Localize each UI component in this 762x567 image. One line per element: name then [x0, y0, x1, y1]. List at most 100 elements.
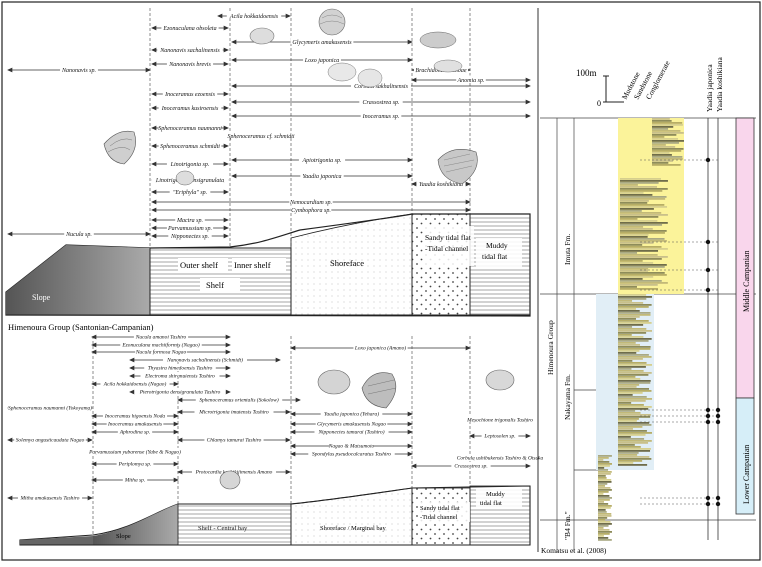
- upper-slope-fill: [6, 245, 150, 315]
- occurrence-koshikiana: [716, 414, 720, 418]
- upper-range-9: Anomia sp.: [412, 76, 530, 84]
- upper-range-3-label: Nanonavis sachalinensis: [159, 48, 220, 54]
- lith-bed: [618, 344, 640, 346]
- lower-range-20-label: Mitha amakusensis Tashiro: [20, 496, 80, 502]
- lith-bed: [652, 144, 666, 146]
- lower-shell-protocardia: [220, 471, 240, 489]
- lith-bed: [618, 448, 651, 450]
- lith-bed: [598, 511, 607, 513]
- lith-bed: [620, 226, 643, 228]
- lith-bed: [652, 132, 684, 134]
- lower-range-17-label: Periplomya sp.: [118, 462, 152, 468]
- lith-bed: [598, 471, 612, 473]
- lower-range-10-label: Inoceramus higoensis Noda: [104, 414, 165, 420]
- upper-range-4-label: Nanonavis brevis: [168, 62, 211, 68]
- group-label: Himenoura Group: [546, 320, 555, 375]
- lower-range-4: Thyasira himedoensis Tashiro: [130, 364, 230, 372]
- lith-bed: [618, 420, 637, 422]
- lower-range-19: Mitha sp.: [92, 476, 178, 484]
- lith-bed: [618, 372, 652, 374]
- lith-bed: [598, 481, 612, 483]
- lower-range-7-label: Pterotrigonia densigranulata Tashiro: [139, 390, 221, 396]
- lith-bed: [618, 340, 649, 342]
- lith-bed: [598, 507, 611, 509]
- citation: Komatsu et al. (2008): [541, 546, 607, 555]
- lower-range-28-label: Leptosolen sp.: [483, 434, 515, 440]
- lower-range-15-label: Chlamys tamurai Tashiro: [207, 438, 262, 444]
- lith-bed: [652, 120, 672, 122]
- lith-bed: [598, 505, 612, 507]
- lith-bed: [620, 252, 637, 254]
- lower-range-23-label: Glycymeris amakusensis Nagao: [317, 422, 386, 428]
- lith-bed: [598, 497, 612, 499]
- lith-bed: [618, 328, 646, 330]
- lith-bed: [618, 396, 647, 398]
- lith-bed: [620, 178, 661, 180]
- env-lower-slope: Slope: [116, 533, 131, 540]
- lower-range-2-label: Nucula formosa Nagao: [135, 349, 187, 356]
- lith-bed: [598, 475, 606, 477]
- lith-bed: [618, 350, 639, 352]
- lith-bed: [598, 501, 604, 503]
- lith-bed: [620, 180, 668, 182]
- upper-shell-cardium: [176, 171, 194, 185]
- lower-range-arrows: Nucula amanoi TashiroEzonuculana machiif…: [8, 333, 547, 502]
- lower-range-20: Mitha amakusensis Tashiro: [8, 494, 92, 502]
- lower-range-15: Chlamys tamurai Tashiro: [178, 436, 290, 444]
- lith-bed: [598, 537, 608, 539]
- env-lower-shelf: Shelf - Central bay: [198, 525, 248, 532]
- lower-range-29-label: Corbula ushibukensis Tashiro & Otsuka: [457, 456, 544, 462]
- upper-range-19: Yaadia japonica: [232, 172, 412, 180]
- lith-bed: [620, 230, 667, 232]
- lith-bed: [618, 450, 650, 452]
- lith-bed: [598, 459, 603, 461]
- lith-bed: [598, 517, 607, 519]
- lower-range-0: Nucula amanoi Tashiro: [92, 333, 230, 341]
- lower-range-29: Corbula ushibukensis Tashiro & Otsuka: [453, 454, 547, 462]
- lith-bed: [618, 330, 652, 332]
- lith-bed: [618, 438, 644, 440]
- lith-bed: [598, 523, 612, 525]
- lower-range-30-label: Crassostrea sp.: [454, 464, 487, 470]
- upper-range-8: Corbula sakhalinensis: [232, 82, 530, 90]
- lith-bed: [618, 458, 651, 460]
- lith-bed: [618, 428, 633, 430]
- lower-range-1-label: Ezonuculana machiiformis (Nagao): [121, 342, 199, 349]
- lith-bed: [618, 452, 639, 454]
- lith-bed: [620, 260, 643, 262]
- lower-range-12-label: Inoceramus amakusensis: [107, 422, 162, 428]
- lower-range-27: Mesochione trigonalis Tashiro: [463, 416, 537, 424]
- upper-range-16-label: Sphenoceramus schmidti: [160, 144, 220, 150]
- lith-bed: [618, 464, 647, 466]
- lith-bed: [598, 489, 612, 491]
- lith-bed: [618, 378, 640, 380]
- lower-range-21: Loxo japonica (Amano): [291, 344, 470, 352]
- upper-range-11: Crassostrea sp.: [232, 98, 530, 106]
- lith-bed: [618, 426, 642, 428]
- upper-range-13: Inoceramus sp.: [232, 112, 530, 120]
- lith-bed: [618, 326, 632, 328]
- env-shelf-label: Shelf: [206, 280, 224, 290]
- lith-bed: [618, 424, 651, 426]
- upper-range-6-label: Loxo japonica: [304, 58, 340, 64]
- lith-bed: [620, 248, 668, 250]
- env-sandyflat-label: Sandy tidal flat: [425, 233, 472, 242]
- lith-bed: [652, 142, 679, 144]
- upper-shell-acila: [250, 28, 274, 44]
- upper-range-arrows: Acila hokkaidoensisEzonuculana obsoletaG…: [8, 12, 530, 240]
- lower-range-30: Crassostrea sp.: [412, 462, 530, 470]
- lith-bed: [620, 188, 668, 190]
- lith-bed: [618, 342, 636, 344]
- upper-shell-glycymeris: [319, 9, 345, 35]
- lith-bed: [618, 366, 646, 368]
- env-lower-tidalchannel: -Tidal channel: [420, 514, 458, 521]
- lith-bed: [598, 483, 607, 485]
- lith-bed: [620, 216, 658, 218]
- lith-bed: [618, 436, 631, 438]
- upper-range-4: Nanonavis brevis: [152, 60, 228, 68]
- lith-bed: [598, 455, 612, 457]
- lith-bed: [620, 232, 665, 234]
- upper-range-28-label: Nucula sp.: [65, 232, 92, 238]
